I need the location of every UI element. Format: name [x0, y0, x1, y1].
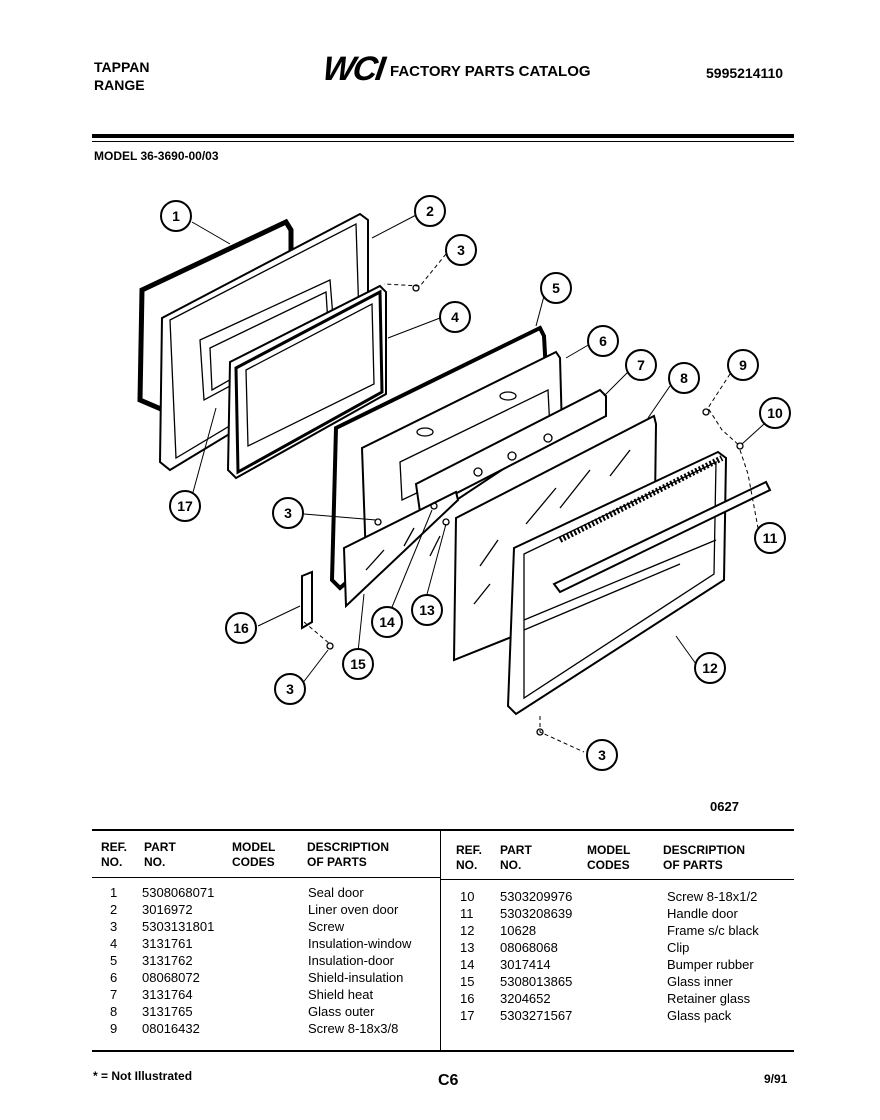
svg-text:3: 3: [284, 505, 292, 521]
svg-text:14: 14: [379, 614, 395, 630]
svg-text:2: 2: [426, 203, 434, 219]
callout-7: 7: [625, 349, 657, 381]
callout-2: 2: [414, 195, 446, 227]
left-header-rule: [92, 877, 440, 878]
table-bottom-rule: [92, 1050, 794, 1052]
callout-17: 17: [169, 490, 201, 522]
catalog-title: FACTORY PARTS CATALOG: [390, 63, 591, 80]
svg-text:13: 13: [419, 602, 435, 618]
callout-12: 12: [694, 652, 726, 684]
callout-10: 10: [759, 397, 791, 429]
page-number: C6: [438, 1072, 459, 1089]
catalog-number: 5995214110: [706, 65, 784, 81]
callout-15: 15: [342, 648, 374, 680]
svg-text:4: 4: [451, 309, 459, 325]
frame-part: [506, 450, 728, 716]
revision-date: 9/91: [764, 1072, 788, 1086]
svg-text:12: 12: [702, 660, 718, 676]
callout-8: 8: [668, 362, 700, 394]
svg-text:11: 11: [763, 530, 778, 546]
header-rule-thick: [92, 134, 794, 138]
callout-3c: 3: [274, 673, 306, 705]
svg-text:17: 17: [177, 498, 193, 514]
callout-14: 14: [371, 606, 403, 638]
glass-inner-part: [342, 490, 460, 609]
callout-3b: 3: [272, 497, 304, 529]
table-center-divider: [440, 829, 441, 1051]
insulation-window-part: [226, 284, 387, 480]
svg-text:9: 9: [739, 357, 747, 373]
col-ref-header-left: REF.NO.: [101, 840, 128, 869]
callout-16: 16: [225, 612, 257, 644]
exploded-diagram: 1 2 3 4 5 6 7 8 9 10 11 3 17 16 3 14 13 …: [137, 195, 791, 771]
callout-9: 9: [727, 349, 759, 381]
shield-heat-part: [414, 388, 607, 514]
svg-text:6: 6: [599, 333, 607, 349]
callout-13: 13: [411, 594, 443, 626]
svg-text:7: 7: [637, 357, 645, 373]
drawing-number: 0627: [710, 799, 739, 814]
model-number: MODEL 36-3690-00/03: [94, 149, 219, 163]
table-top-rule: [92, 829, 794, 831]
callout-3d: 3: [586, 739, 618, 771]
col-ref-header-right: REF.NO.: [456, 843, 483, 872]
svg-text:3: 3: [598, 747, 606, 763]
callout-6: 6: [587, 325, 619, 357]
leader-lines: [191, 213, 765, 753]
svg-text:3: 3: [457, 242, 465, 258]
callout-4: 4: [439, 301, 471, 333]
svg-text:16: 16: [233, 620, 249, 636]
svg-text:5: 5: [552, 280, 560, 296]
callout-1: 1: [160, 200, 192, 232]
svg-text:1: 1: [172, 208, 180, 224]
handle-door-part: [552, 480, 772, 594]
svg-text:8: 8: [680, 370, 688, 386]
wci-logo: WCI: [320, 50, 386, 88]
right-header-rule: [441, 879, 794, 880]
header-rule-thin: [92, 141, 794, 142]
brand-line-1: TAPPAN: [94, 59, 150, 75]
callout-5: 5: [540, 272, 572, 304]
svg-text:10: 10: [767, 405, 783, 421]
not-illustrated-note: * = Not Illustrated: [93, 1069, 193, 1083]
retainer-glass-part: [301, 570, 313, 630]
callout-11: 11: [754, 522, 786, 554]
callout-3a: 3: [445, 234, 477, 266]
svg-text:15: 15: [350, 656, 366, 672]
svg-text:3: 3: [286, 681, 294, 697]
brand-line-2: RANGE: [94, 77, 145, 93]
